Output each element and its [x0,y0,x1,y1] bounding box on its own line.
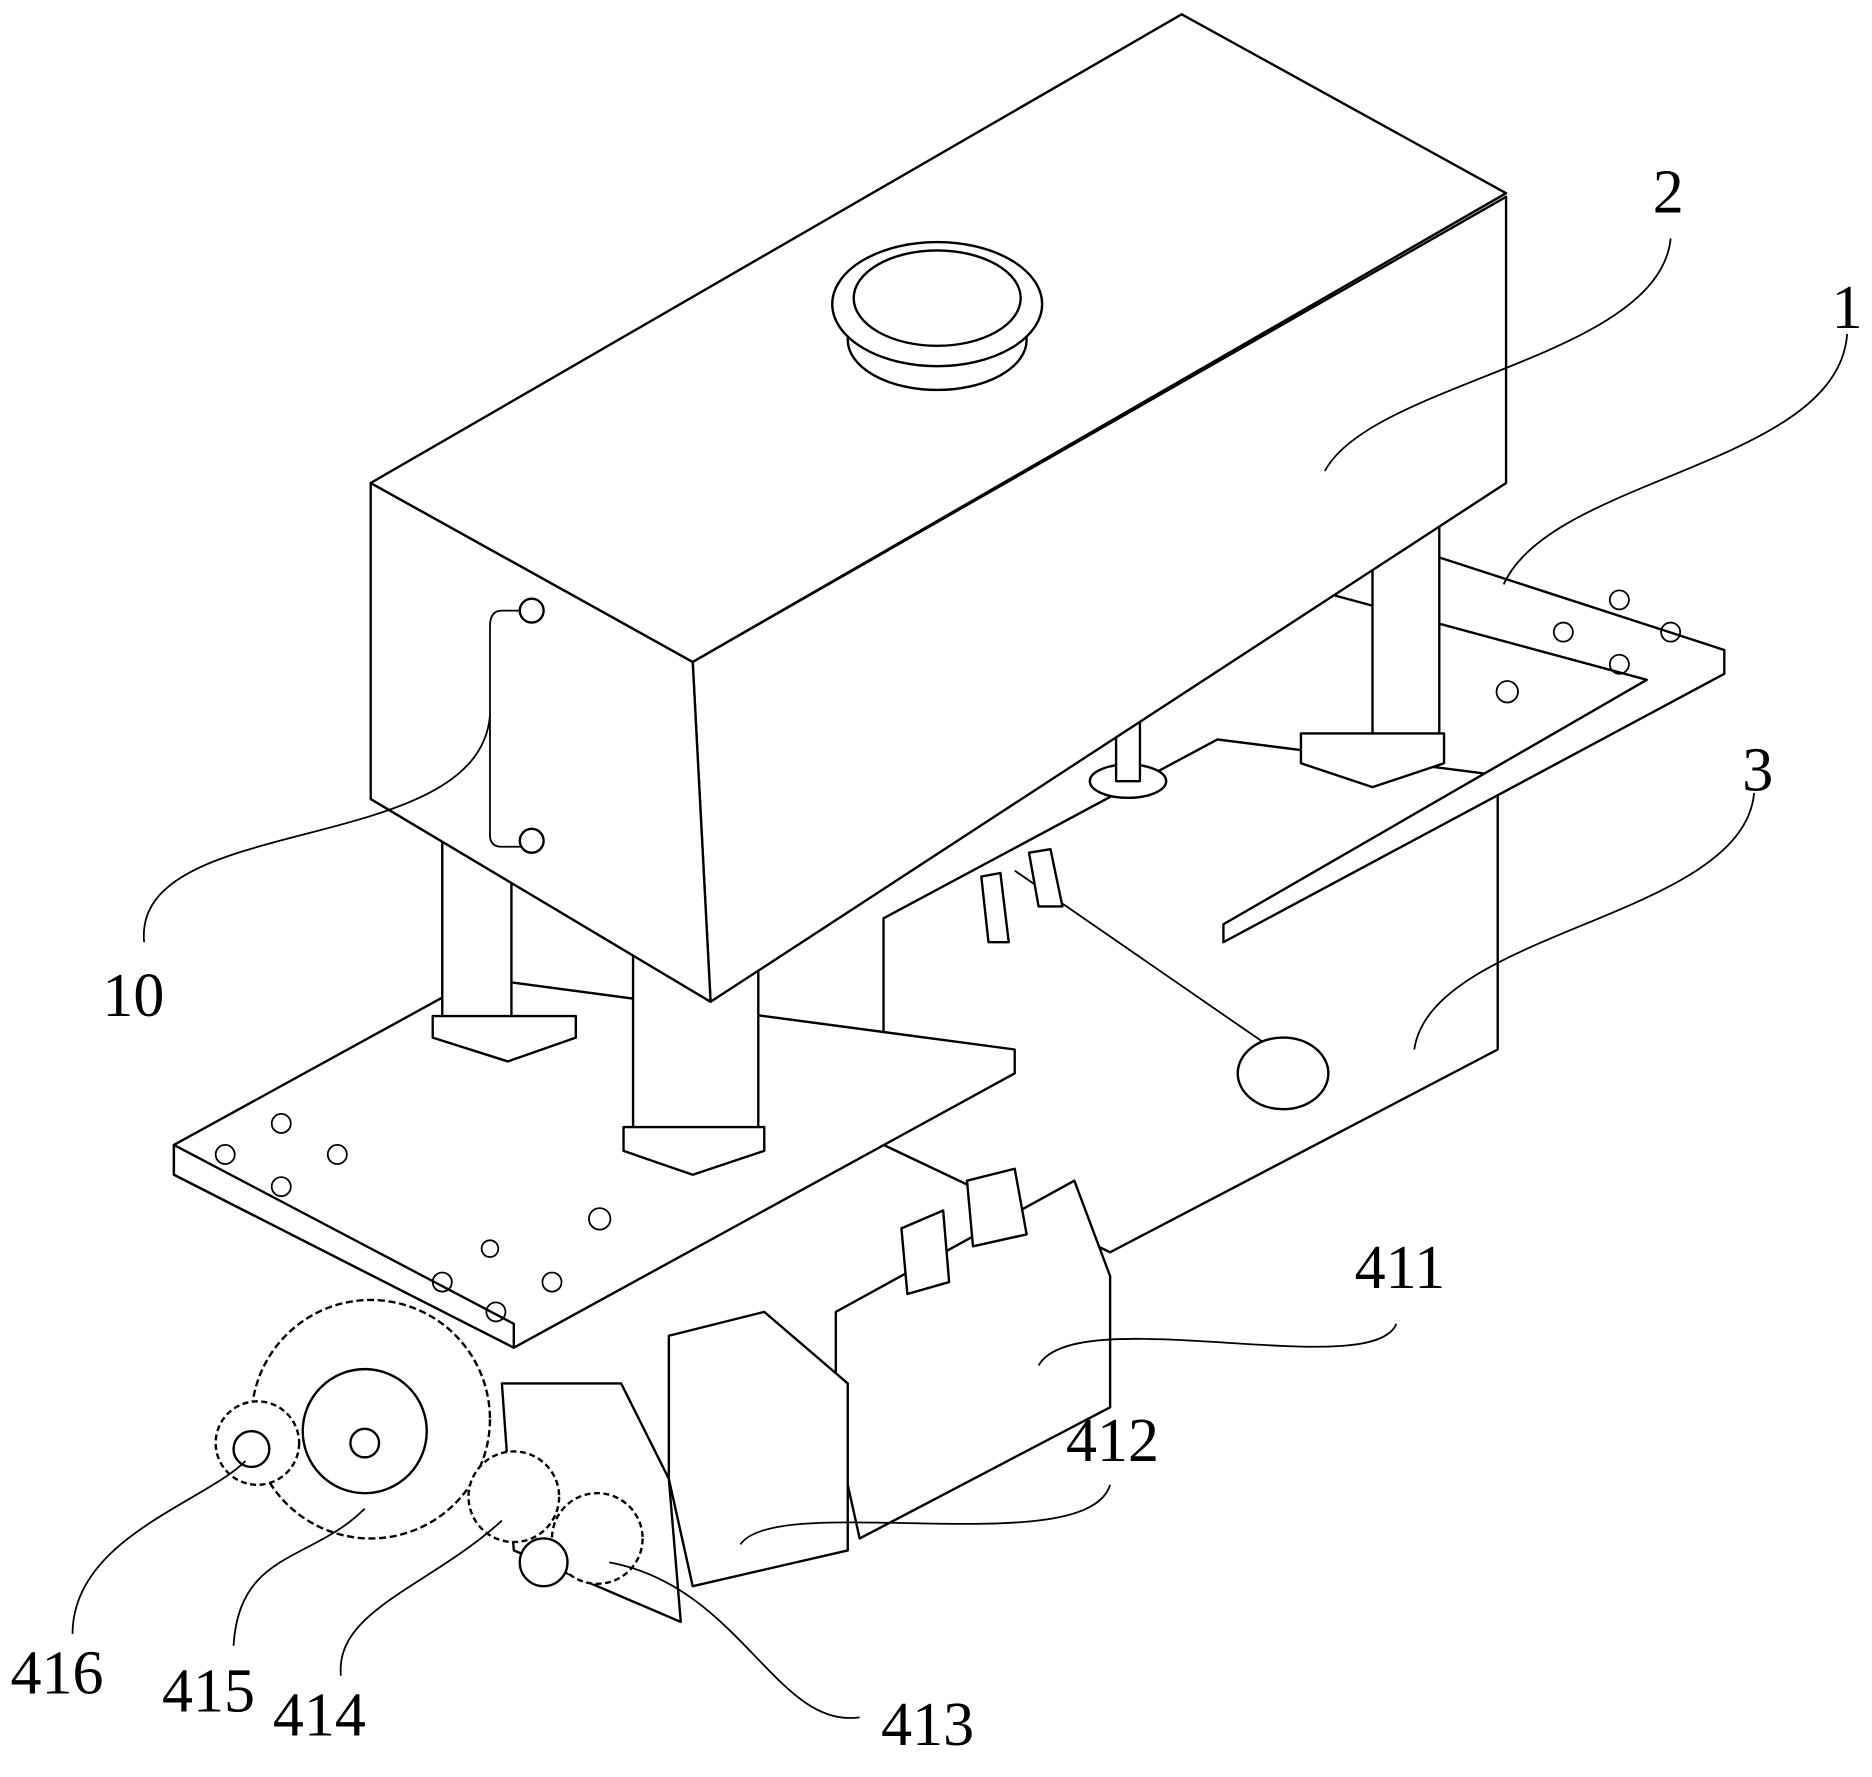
label-412: 412 [1066,1407,1159,1475]
label-10: 10 [102,962,164,1030]
label-414: 414 [273,1681,366,1749]
label-411: 411 [1355,1234,1446,1302]
label-2: 2 [1653,158,1684,226]
label-1: 1 [1832,274,1863,342]
motor [836,1169,1110,1539]
label-416: 416 [11,1640,104,1708]
tank-inlet-ring [832,242,1042,390]
label-415: 415 [162,1657,255,1725]
label-3: 3 [1742,737,1773,805]
label-413: 413 [881,1691,974,1759]
